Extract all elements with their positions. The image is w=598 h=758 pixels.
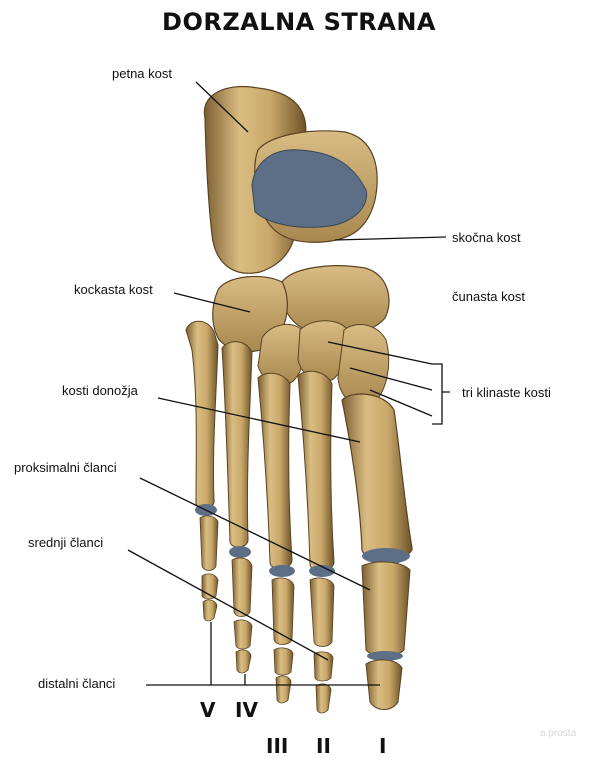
watermark: a.prosta	[540, 728, 576, 739]
leader-skocna-kost	[335, 237, 446, 240]
toe-ii-proximal	[310, 578, 334, 647]
label-kosti-donozja: kosti donožja	[62, 383, 138, 398]
toe-numeral-ii: II	[316, 734, 331, 758]
metatarsal-ii	[298, 371, 334, 570]
toe-iv-proximal	[232, 558, 252, 617]
toe-iii-distal	[276, 676, 291, 703]
toe-ii-distal	[316, 684, 331, 713]
mt-head-cartilage-iv	[229, 546, 251, 558]
toe-numeral-iii: III	[266, 734, 288, 758]
metatarsal-iii	[258, 373, 292, 568]
toe-numeral-iv: IV	[235, 698, 258, 722]
toe-numeral-i: I	[379, 734, 386, 758]
toe-ii-middle	[314, 652, 333, 681]
bracket-tri-klinaste	[432, 364, 450, 424]
label-srednji-clanci: srednji članci	[28, 535, 103, 550]
label-distalni-clanci: distalni članci	[38, 676, 115, 691]
mt-head-cartilage-iii	[269, 565, 295, 577]
metatarsal-v	[186, 321, 218, 508]
toe-v-distal	[203, 600, 217, 621]
leader-srednji	[128, 550, 328, 660]
label-kockasta-kost: kockasta kost	[74, 282, 153, 297]
toe-i-proximal	[362, 562, 410, 656]
label-petna-kost: petna kost	[112, 66, 172, 81]
label-skocna-kost: skočna kost	[452, 230, 521, 245]
label-cunasta-kost: čunasta kost	[452, 289, 525, 304]
metatarsal-iv	[222, 342, 252, 547]
metatarsal-i	[342, 394, 412, 558]
cuneiform-medial	[338, 325, 389, 406]
label-tri-klinaste-kosti: tri klinaste kosti	[462, 385, 551, 400]
toe-iv-middle	[234, 620, 252, 649]
label-proksimalni-clanci: proksimalni članci	[14, 460, 117, 475]
toe-iii-middle	[274, 648, 293, 675]
toe-numeral-v: V	[200, 698, 215, 722]
toe-v-proximal	[200, 516, 218, 571]
leader-proksimalni	[140, 478, 370, 590]
toe-iv-distal	[236, 650, 251, 673]
